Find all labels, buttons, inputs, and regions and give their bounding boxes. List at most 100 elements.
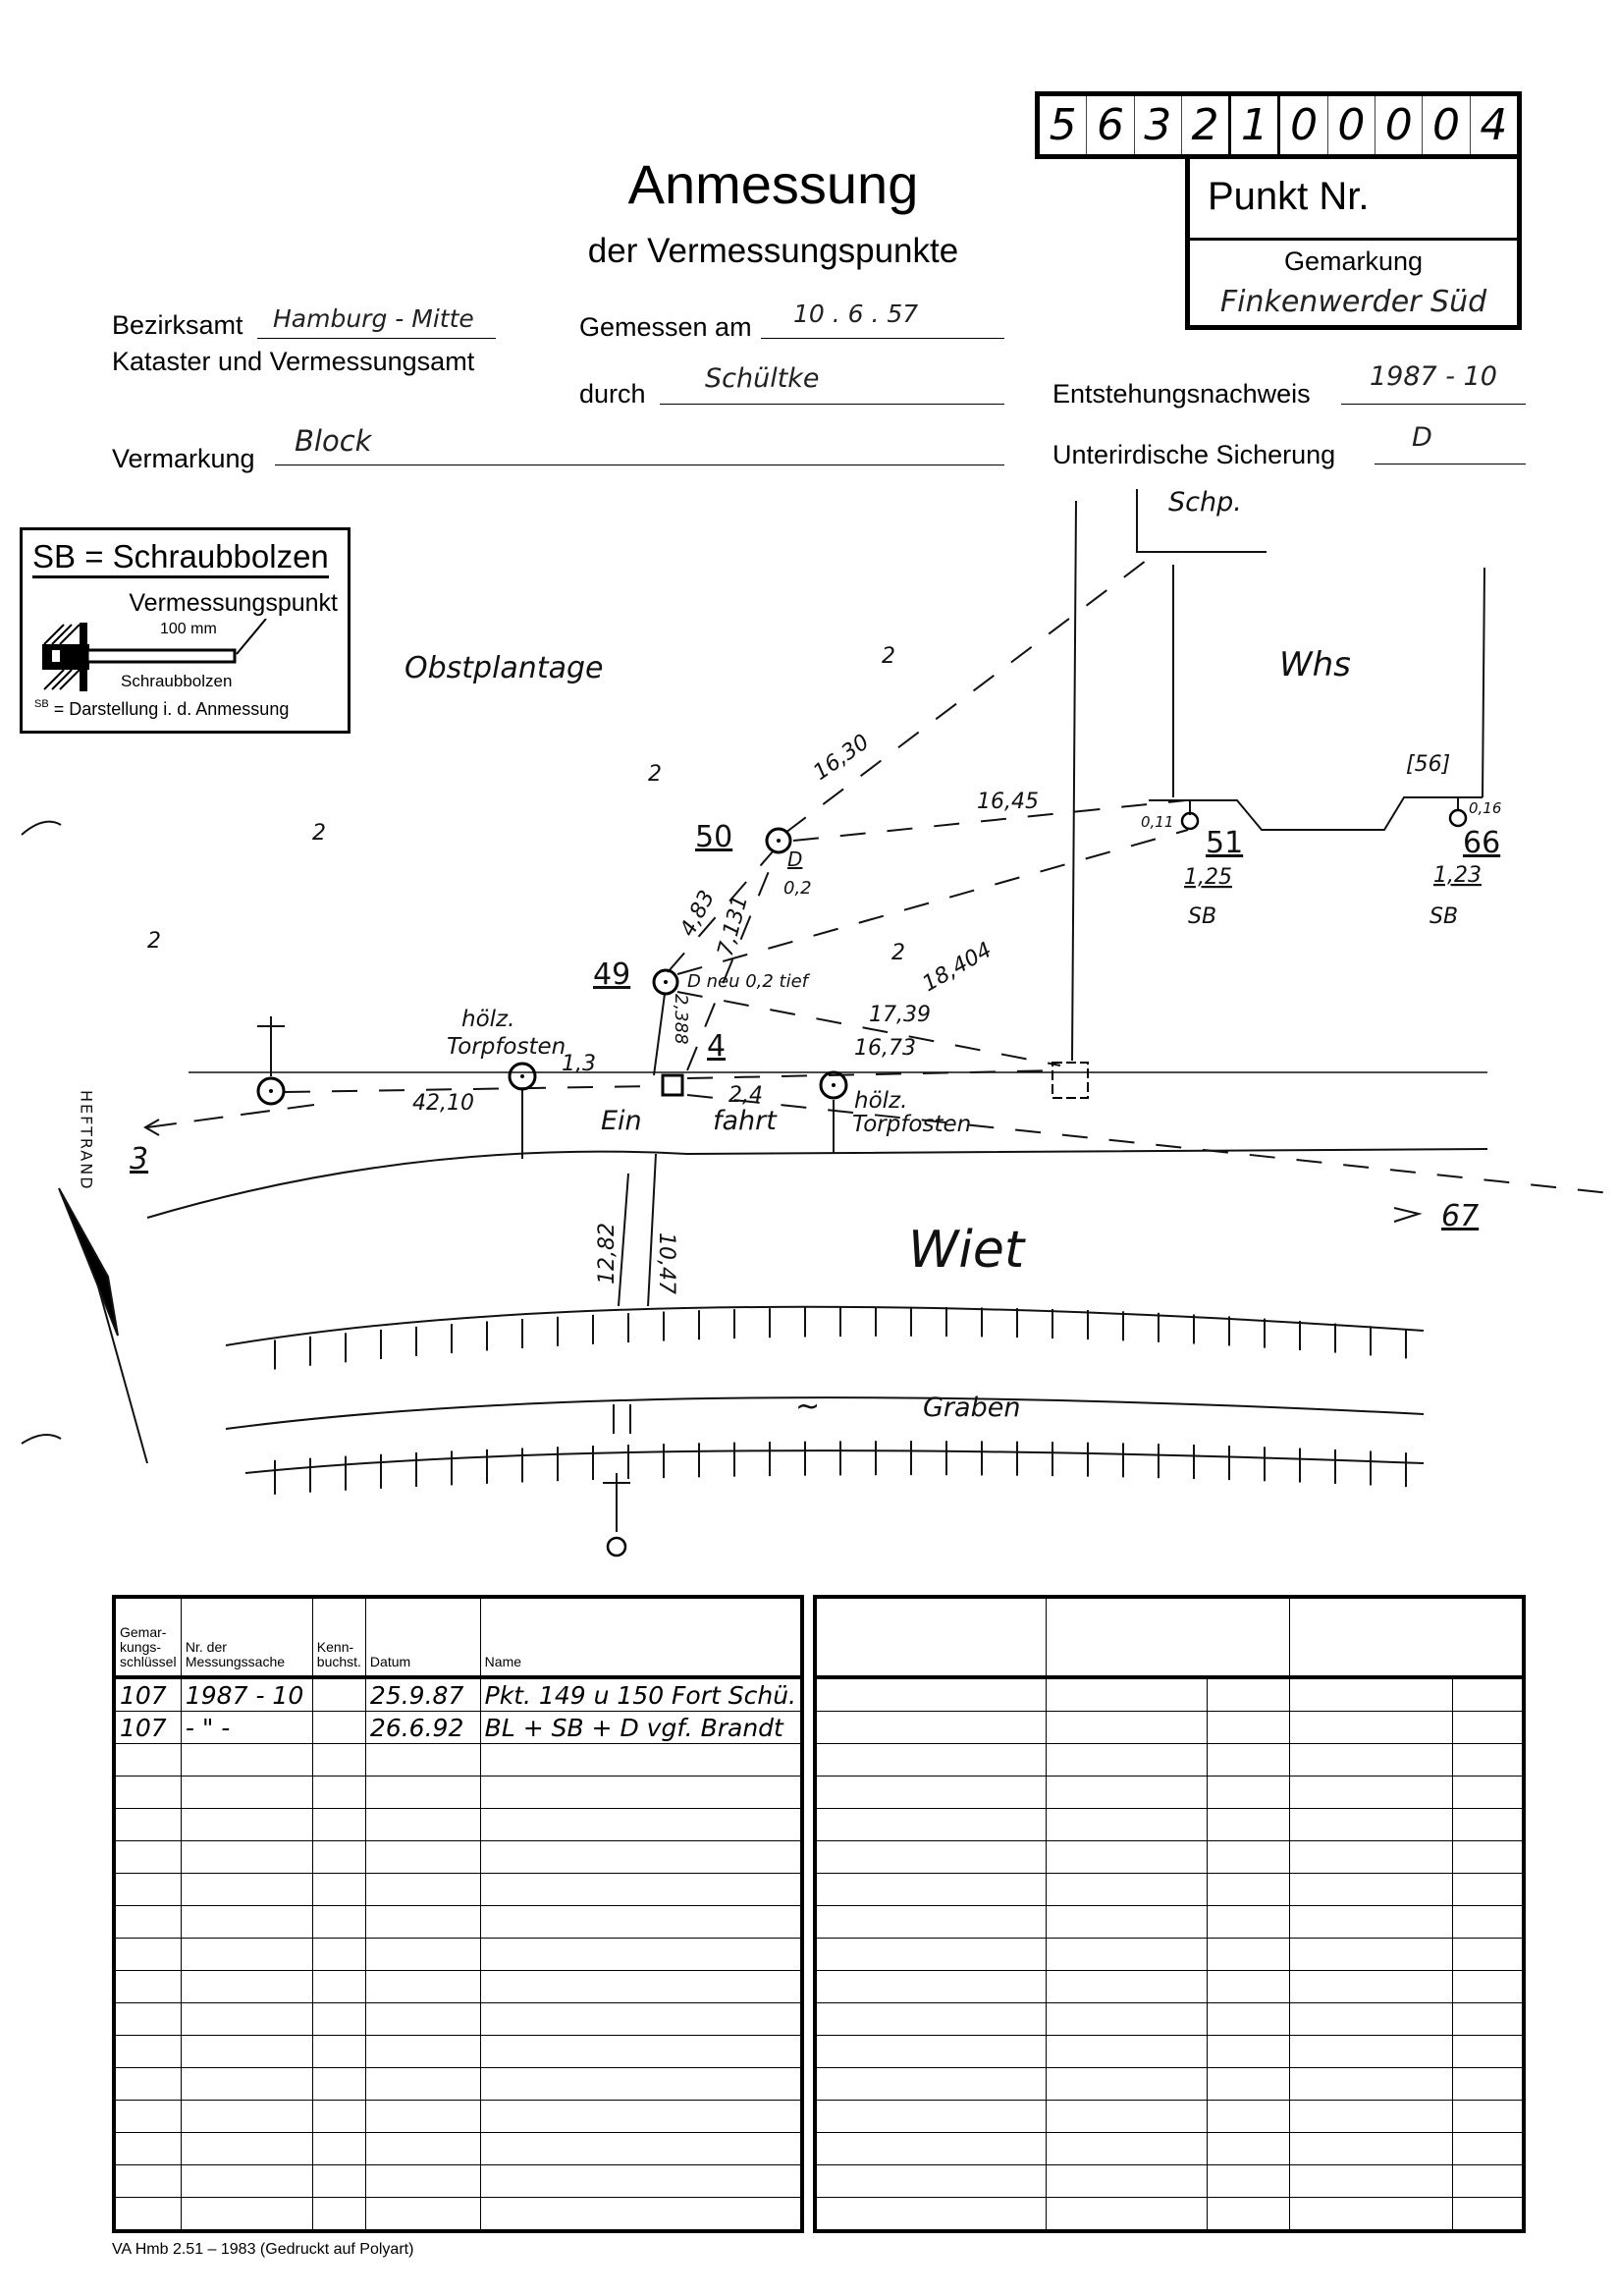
cell-name: BL + SB + D vgf. Brandt <box>479 1711 803 1744</box>
register-table-left: Gemar-kungs-schlüssel Nr. der Messungssa… <box>112 1595 804 2233</box>
entstehung-value: 1987 - 10 <box>1370 361 1497 392</box>
obstplantage-label: Obstplantage <box>404 651 603 685</box>
empty-cell <box>814 2067 1047 2101</box>
empty-cell <box>180 2067 313 2101</box>
vermarkung-label: Vermarkung <box>112 444 255 473</box>
measure-12-82: 12,82 <box>595 1223 620 1285</box>
empty-cell <box>1206 2197 1290 2232</box>
gemarkung-value: Finkenwerder Süd <box>1219 285 1487 319</box>
table-row <box>113 1743 803 1777</box>
torpfosten-right-label: Torpfosten <box>852 1112 971 1137</box>
table-header-row <box>814 1596 1525 1678</box>
header-cell <box>1045 1596 1290 1678</box>
bolt-diagram-icon <box>42 619 267 691</box>
empty-cell <box>479 1905 803 1939</box>
digit: 6 <box>1087 96 1135 154</box>
cell-gemarkung: 107 <box>113 1711 182 1744</box>
empty-cell <box>1206 1840 1290 1874</box>
empty-cell <box>180 1808 313 1841</box>
empty-cell <box>311 2100 366 2133</box>
empty-cell <box>311 1776 366 1809</box>
empty-cell <box>814 2132 1047 2165</box>
house-right-wall <box>1482 567 1485 798</box>
table-row <box>814 1711 1525 1744</box>
schuppen-outline <box>1136 489 1267 553</box>
empty-cell <box>311 2164 366 2198</box>
digit: 2 <box>1182 96 1232 154</box>
empty-cell <box>814 2164 1047 2198</box>
measure-1-3: 1,3 <box>562 1052 596 1076</box>
cell-datum: 25.9.87 <box>364 1676 481 1712</box>
point-66-height: 1,23 <box>1433 863 1482 888</box>
col-header-messungssache: Nr. der Messungssache <box>180 1596 313 1678</box>
empty-cell <box>364 2067 481 2101</box>
ditch-top <box>225 1305 1425 1346</box>
legend-darstellung: = Darstellung i. d. Anmessung <box>53 699 290 719</box>
table-row <box>814 1776 1525 1809</box>
empty-cell <box>479 1776 803 1809</box>
empty-cell <box>479 1938 803 1971</box>
empty-cell <box>1288 1938 1453 1971</box>
empty-cell <box>311 1873 366 1906</box>
empty-cell <box>113 2035 182 2068</box>
table-row <box>814 2132 1525 2165</box>
empty-cell <box>1451 1711 1525 1744</box>
empty-cell <box>1045 1938 1208 1971</box>
table-row <box>814 1970 1525 2003</box>
col-header-kennbuchst: Kenn-buchst. <box>311 1596 366 1678</box>
empty-cell <box>1045 1840 1208 1874</box>
empty-cell <box>364 1938 481 1971</box>
north-arrow-icon <box>58 1187 119 1337</box>
point-50-marker <box>765 827 792 854</box>
empty-cell <box>1045 1676 1208 1712</box>
tree-symbol: 2 <box>312 821 326 846</box>
cross-marker <box>256 1076 286 1106</box>
table-row <box>814 1808 1525 1841</box>
digit: 1 <box>1231 96 1281 154</box>
cell-name: Pkt. 149 u 150 Fort Schü. <box>479 1676 803 1712</box>
empty-cell <box>364 1743 481 1777</box>
empty-cell <box>113 1905 182 1939</box>
heftrand-label: HEFTRAND <box>78 1090 96 1191</box>
durch-label: durch <box>579 379 646 409</box>
empty-cell <box>479 1970 803 2003</box>
digit: 0 <box>1280 96 1328 154</box>
legend-vermessungspunkt: Vermessungspunkt <box>129 589 338 617</box>
table-row <box>814 2100 1525 2133</box>
table-row <box>113 1840 803 1874</box>
empty-cell <box>479 1808 803 1841</box>
empty-cell <box>113 2067 182 2101</box>
empty-cell <box>814 2197 1047 2232</box>
durch-value: Schültke <box>705 363 820 394</box>
table-row <box>814 2067 1525 2101</box>
point-50-mark: D <box>787 847 802 871</box>
empty-cell <box>1045 1808 1208 1841</box>
empty-cell <box>1288 1808 1453 1841</box>
empty-cell <box>311 1743 366 1777</box>
empty-cell <box>180 2035 313 2068</box>
empty-cell <box>1045 1970 1208 2003</box>
empty-cell <box>1045 2132 1208 2165</box>
empty-cell <box>1451 2067 1525 2101</box>
empty-cell <box>479 2164 803 2198</box>
digit: 5 <box>1040 96 1088 154</box>
digit: 0 <box>1328 96 1376 154</box>
point-67-label: 67 <box>1441 1199 1479 1233</box>
table-row <box>814 1743 1525 1777</box>
bezirksamt-label: Bezirksamt <box>112 310 243 340</box>
empty-cell <box>814 2002 1047 2036</box>
empty-cell <box>814 1938 1047 1971</box>
point-49-marker <box>652 968 679 996</box>
empty-cell <box>180 2132 313 2165</box>
empty-cell <box>180 2197 313 2232</box>
empty-cell <box>479 2067 803 2101</box>
digit: 4 <box>1480 100 1508 150</box>
table-row <box>814 1840 1525 1874</box>
empty-cell <box>1451 1676 1525 1712</box>
digit: 0 <box>1423 96 1471 154</box>
durch-line <box>660 376 1004 405</box>
empty-cell <box>364 2132 481 2165</box>
empty-cell <box>479 2132 803 2165</box>
empty-cell <box>364 2100 481 2133</box>
empty-cell <box>1206 2132 1290 2165</box>
